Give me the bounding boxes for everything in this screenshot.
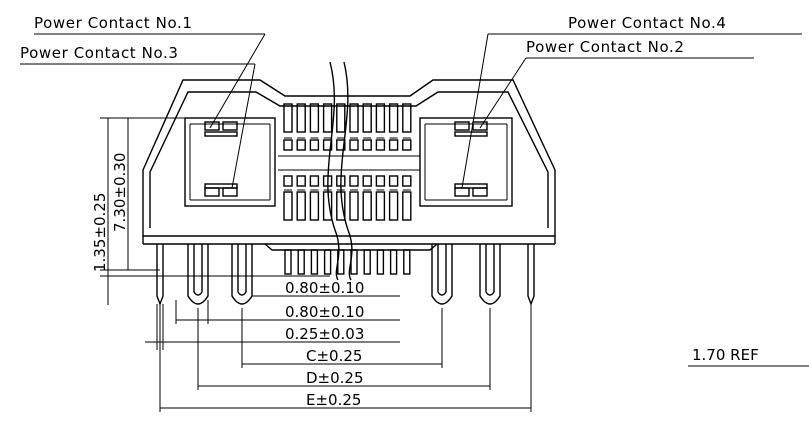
dim-pitch-1-label: 0.80±0.10 bbox=[285, 279, 364, 297]
signal-contact bbox=[375, 191, 386, 221]
signal-contact bbox=[296, 103, 306, 133]
signal-contact bbox=[362, 139, 372, 151]
dim-e-label: E±0.25 bbox=[306, 391, 361, 409]
signal-contact bbox=[309, 103, 320, 133]
dim-e: E±0.25 bbox=[159, 304, 532, 412]
signal-contact bbox=[309, 139, 320, 151]
signal-contact bbox=[296, 139, 306, 151]
signal-contact bbox=[349, 139, 359, 151]
signal-contacts bbox=[278, 103, 420, 275]
signal-contact bbox=[402, 103, 412, 133]
signal-contact bbox=[388, 191, 399, 221]
signal-contact bbox=[322, 191, 333, 221]
break-lines bbox=[327, 61, 353, 281]
signal-contact bbox=[283, 191, 293, 221]
dim-pitch-2-label: 0.80±0.10 bbox=[285, 303, 364, 321]
signal-contact bbox=[322, 103, 333, 133]
signal-contact bbox=[362, 103, 372, 133]
signal-contact bbox=[375, 139, 386, 151]
signal-contact bbox=[323, 249, 332, 275]
signal-contact bbox=[336, 103, 346, 133]
signal-contact bbox=[309, 191, 320, 221]
callout-label-pc2: Power Contact No.2 bbox=[526, 38, 685, 56]
callout-label-pc4: Power Contact No.4 bbox=[568, 14, 727, 32]
signal-contact bbox=[296, 175, 306, 187]
signal-contact bbox=[349, 191, 359, 221]
callout-label-pc1: Power Contact No.1 bbox=[34, 14, 193, 32]
ref-label: 1.70 REF bbox=[692, 346, 759, 364]
signal-contact bbox=[283, 175, 293, 187]
dim-width-tail-label: 0.25±0.03 bbox=[285, 325, 364, 343]
signal-contact bbox=[388, 103, 399, 133]
dim-pitch-1: 0.80±0.10 bbox=[252, 279, 400, 297]
signal-contact bbox=[349, 103, 359, 133]
dim-height-tail-label: 1.35±0.25 bbox=[91, 193, 109, 272]
callout-label-pc3: Power Contact No.3 bbox=[20, 44, 179, 62]
signal-contact bbox=[284, 249, 292, 275]
signal-contact bbox=[403, 249, 411, 275]
dim-width-tail: 0.25±0.03 bbox=[145, 304, 400, 350]
signal-contact bbox=[388, 175, 399, 187]
dim-pitch-2: 0.80±0.10 bbox=[176, 303, 400, 321]
dim-d-label: D±0.25 bbox=[306, 369, 364, 387]
power-contact-4 bbox=[454, 187, 470, 197]
signal-contact bbox=[363, 249, 371, 275]
signal-contact bbox=[297, 249, 305, 275]
signal-contact bbox=[388, 139, 399, 151]
callout-power-contact-1: Power Contact No.1 bbox=[34, 14, 266, 129]
signal-contact bbox=[283, 103, 293, 133]
connector-body bbox=[142, 79, 556, 251]
callout-power-contact-2: Power Contact No.2 bbox=[479, 38, 754, 129]
signal-contact bbox=[375, 103, 386, 133]
callout-power-contact-4: Power Contact No.4 bbox=[461, 14, 802, 189]
signal-contact bbox=[283, 139, 293, 151]
signal-contact bbox=[309, 175, 320, 187]
dim-d: D±0.25 bbox=[197, 308, 491, 390]
signal-contact bbox=[310, 249, 319, 275]
signal-contact bbox=[402, 139, 412, 151]
callout-power-contact-3: Power Contact No.3 bbox=[20, 44, 256, 189]
left-legs bbox=[156, 244, 253, 306]
signal-contact bbox=[362, 191, 372, 221]
right-cavity bbox=[419, 117, 513, 207]
power-contact-3 bbox=[204, 187, 220, 197]
dim-height-total: 1.35±0.25 7.30±0.30 bbox=[91, 117, 330, 305]
ref-dimension: 1.70 REF bbox=[688, 346, 809, 367]
dim-c-label: C±0.25 bbox=[306, 347, 362, 365]
signal-contact bbox=[376, 249, 385, 275]
right-legs bbox=[431, 244, 535, 306]
signal-contact bbox=[402, 191, 412, 221]
signal-contact bbox=[389, 249, 398, 275]
signal-contact bbox=[362, 175, 372, 187]
signal-contact bbox=[375, 175, 386, 187]
signal-contact bbox=[349, 175, 359, 187]
power-contact-2 bbox=[454, 121, 470, 131]
dim-c: C±0.25 bbox=[241, 308, 443, 368]
signal-contact bbox=[322, 139, 333, 151]
signal-contact bbox=[336, 139, 346, 151]
signal-contact bbox=[296, 191, 306, 221]
left-cavity bbox=[184, 117, 276, 207]
dim-height-total-label: 7.30±0.30 bbox=[111, 153, 129, 232]
signal-contact bbox=[402, 175, 412, 187]
power-contact-1 bbox=[204, 121, 220, 131]
